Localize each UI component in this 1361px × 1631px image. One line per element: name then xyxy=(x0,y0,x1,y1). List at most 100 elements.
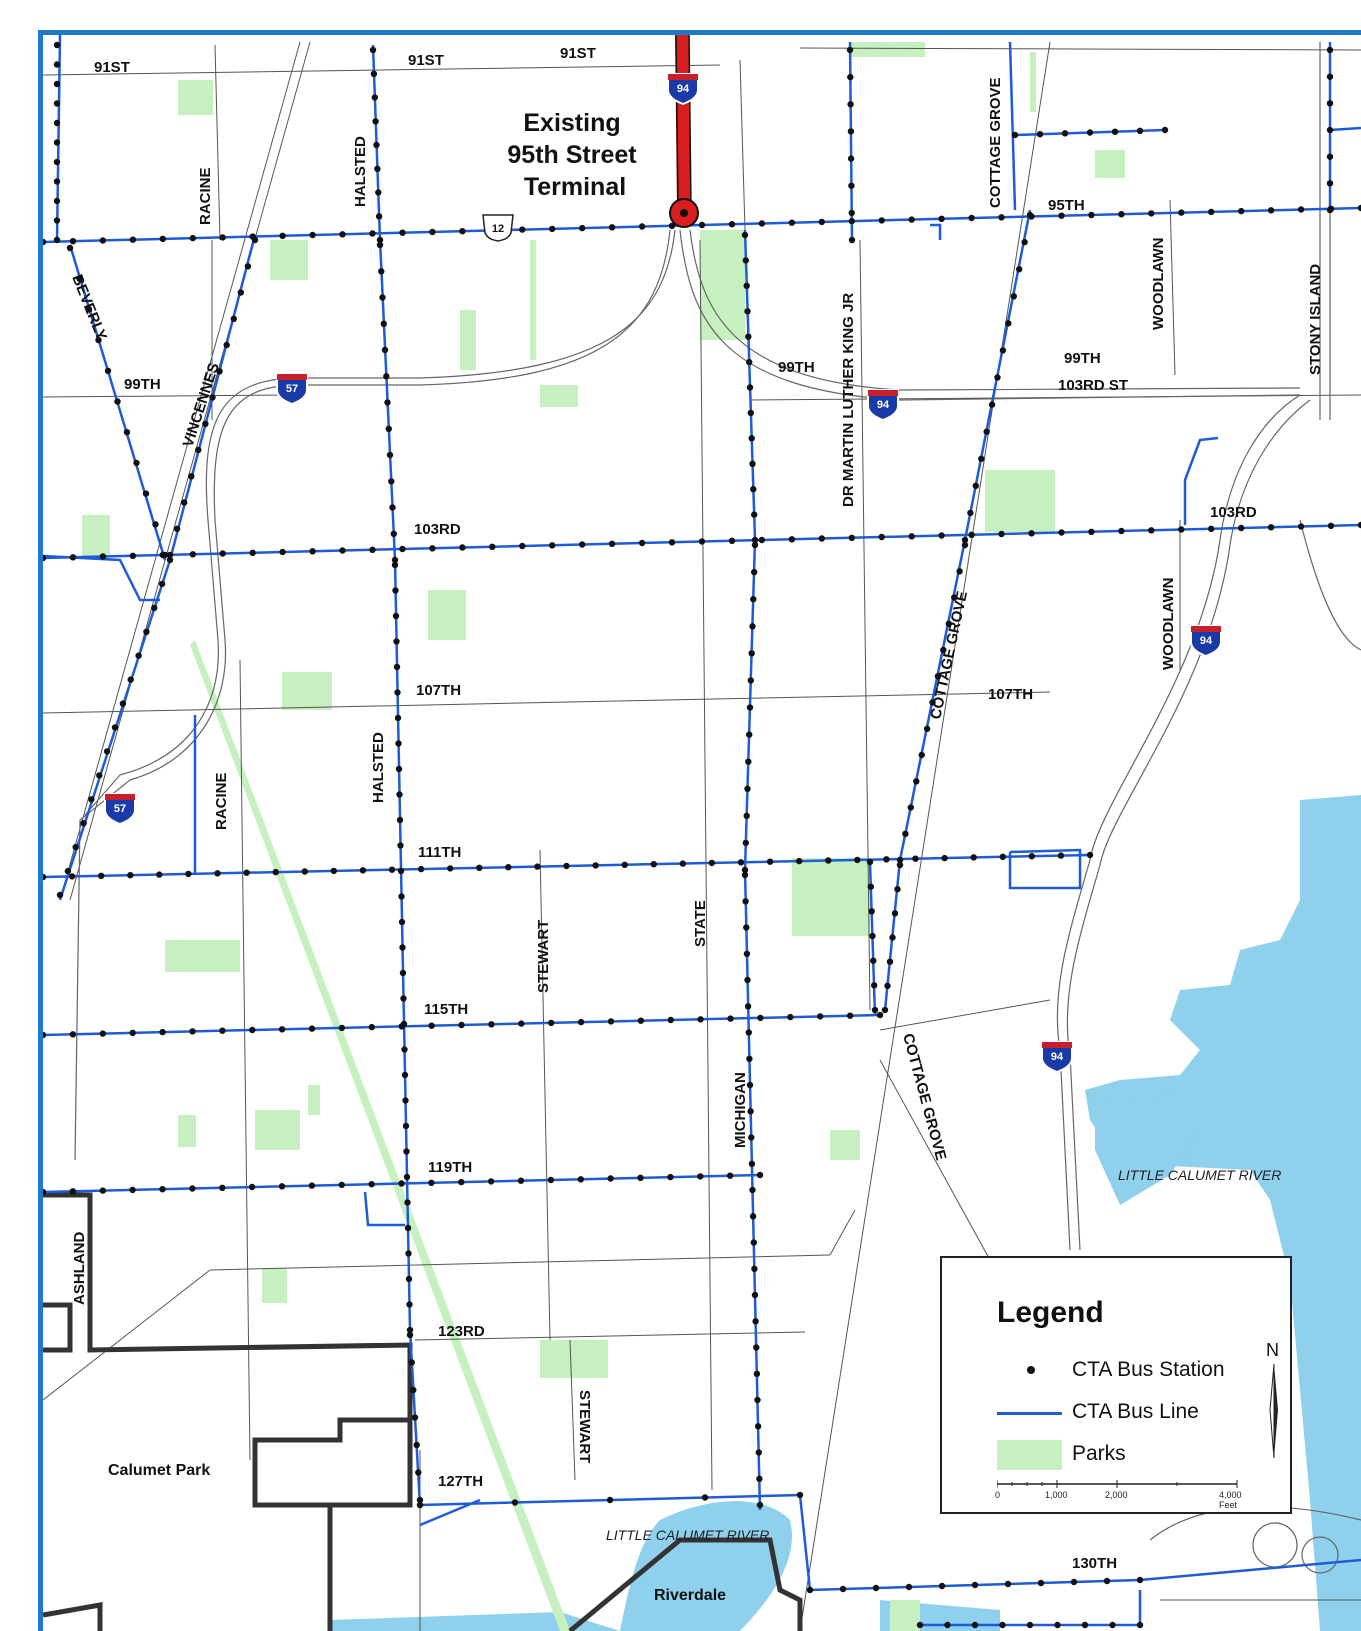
cta-bus-stations xyxy=(43,41,1361,1629)
bus-station-dot xyxy=(209,394,216,401)
bus-station-dot xyxy=(743,282,750,289)
shield-i94-d[interactable]: 94 xyxy=(1041,1041,1073,1074)
bus-station-dot xyxy=(1238,524,1245,532)
park xyxy=(1095,150,1125,178)
bus-station-dot xyxy=(1016,266,1023,273)
shield-i94-a[interactable]: 94 xyxy=(667,73,699,106)
shield-i94-b[interactable]: 94 xyxy=(867,389,899,422)
bus-station-dot xyxy=(278,1183,286,1190)
bus-station-dot xyxy=(818,535,825,542)
bus-station-dot xyxy=(971,1621,979,1629)
bus-station-dot xyxy=(668,539,676,546)
park xyxy=(178,1115,196,1147)
legend-title: Legend xyxy=(997,1296,1104,1329)
bus-station-dot xyxy=(871,1006,879,1014)
bus-station-dot xyxy=(638,223,646,230)
legend-item-bus-station: CTA Bus Station xyxy=(942,1356,1242,1386)
bus-station-symbol xyxy=(1027,1366,1035,1374)
river-bottom xyxy=(330,1612,620,1631)
bus-station-dot xyxy=(1136,1576,1144,1584)
bus-station-dot xyxy=(99,1030,107,1037)
bus-station-dot xyxy=(166,551,174,559)
bus-station-dot xyxy=(519,542,526,550)
bus-station-dot xyxy=(697,1173,704,1180)
bus-station-dot xyxy=(399,969,407,977)
bus-station-dot xyxy=(972,482,979,489)
street-label-103rd: 103RD xyxy=(1210,504,1257,521)
shield-number: 94 xyxy=(877,399,890,411)
bus-station-dot xyxy=(338,1181,345,1189)
bus-station-dot xyxy=(796,1491,804,1499)
bus-station-dot xyxy=(908,533,915,540)
bus-station-dot xyxy=(978,455,985,462)
bus-station-dot xyxy=(742,898,749,905)
bus-station-dot xyxy=(53,139,61,146)
bus-station-dot xyxy=(1136,1621,1144,1629)
terminal-label-line3: Terminal xyxy=(524,173,626,201)
legend-item-bus-line: CTA Bus Line xyxy=(942,1398,1242,1428)
bus-station-dot xyxy=(607,1018,615,1025)
bus-station-dot xyxy=(878,217,885,224)
bus-station-dot xyxy=(742,839,749,847)
bus-station-dot xyxy=(142,490,150,497)
park xyxy=(792,858,870,936)
bus-station-dot xyxy=(123,429,131,436)
bus-station-dot xyxy=(417,865,425,873)
bus-station-dot xyxy=(388,478,395,485)
bus-station-dot xyxy=(429,228,436,236)
bus-station-dot xyxy=(1058,529,1065,536)
bus-station-dot xyxy=(825,857,832,864)
bus-station-dot xyxy=(741,866,749,874)
parks xyxy=(82,42,1125,1631)
bus-station-dot xyxy=(758,536,766,544)
bus-station-dot xyxy=(43,1031,47,1039)
bus-station-dot xyxy=(129,1029,136,1037)
bus-station-dot xyxy=(447,865,454,872)
bus-station-dot xyxy=(847,101,854,108)
bus-station-dot xyxy=(726,1172,734,1179)
bus-station-dot xyxy=(404,1199,411,1206)
water-bodies xyxy=(330,795,1361,1631)
bus-station-dot xyxy=(248,1183,256,1191)
bus-station-dot xyxy=(847,128,855,135)
bus-station-dot xyxy=(886,958,894,965)
bus-station-dot xyxy=(43,238,47,246)
bus-station-dot xyxy=(743,950,751,957)
bus-station-dot xyxy=(517,1177,525,1184)
scale-label: 2,000 xyxy=(1105,1490,1128,1500)
park-trail xyxy=(190,640,570,1631)
north-arrow-label: N xyxy=(1266,1340,1279,1360)
bus-station-dot xyxy=(400,1020,408,1028)
little-calumet-river-south xyxy=(620,1501,792,1631)
bus-station-dot xyxy=(428,1179,435,1187)
river-label: LITTLE CALUMET RIVER xyxy=(606,1527,769,1543)
shield-number: 57 xyxy=(114,803,126,815)
bus-station-dot xyxy=(748,435,755,442)
shield-i57-b[interactable]: 57 xyxy=(104,793,136,826)
street-label-ashland: ASHLAND xyxy=(71,1232,88,1305)
bus-station-dot xyxy=(394,689,401,696)
bus-station-dot xyxy=(908,216,915,223)
bus-station-dot xyxy=(402,1122,410,1130)
street-label-99th: 99TH xyxy=(124,376,161,393)
bus-station-dot xyxy=(846,46,854,54)
park xyxy=(282,672,332,710)
bus-station-dot xyxy=(158,580,166,588)
bus-station-dot xyxy=(189,1185,196,1192)
park xyxy=(255,1110,300,1150)
park xyxy=(270,240,308,280)
bus-station-dot xyxy=(747,677,754,684)
bus-station-dot xyxy=(403,1148,410,1155)
bus-station-dot xyxy=(69,554,77,561)
north-arrow: N xyxy=(1264,1340,1284,1460)
bus-station-dot xyxy=(727,1015,734,1022)
shield-number: 12 xyxy=(492,223,504,235)
bus-station-dot xyxy=(143,628,150,635)
bus-station-dot xyxy=(818,218,825,226)
bus-station-dot xyxy=(747,409,754,417)
shield-i57-a[interactable]: 57 xyxy=(276,373,308,406)
bus-station-dot xyxy=(384,399,391,406)
shield-i94-c[interactable]: 94 xyxy=(1190,625,1222,658)
bus-station-dot xyxy=(398,893,405,900)
shield-us12[interactable]: 12 xyxy=(482,214,514,242)
